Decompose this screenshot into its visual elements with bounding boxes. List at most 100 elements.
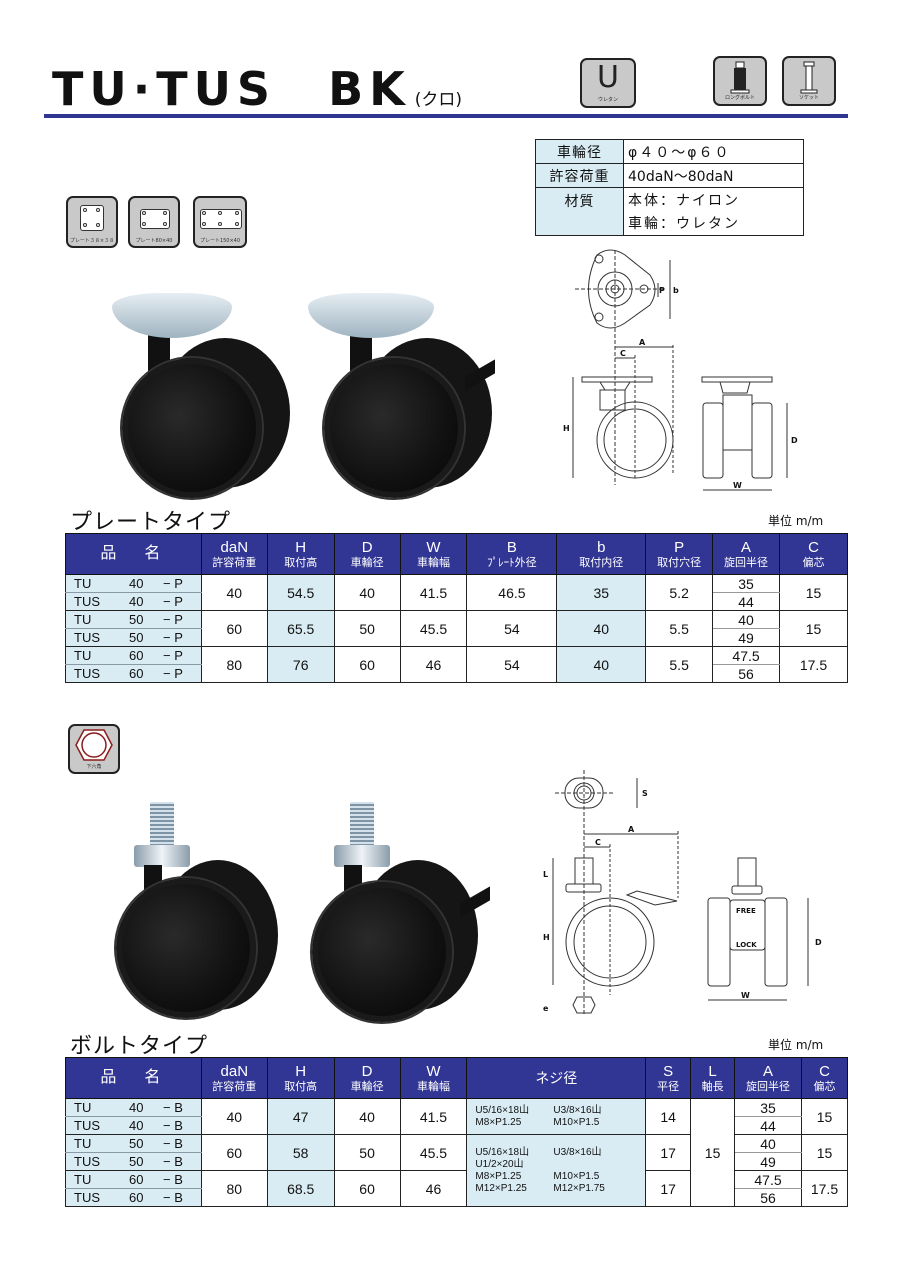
cell-s: 17 [645, 1134, 692, 1171]
lower-hex-icon: 下六角 [68, 724, 120, 774]
lower-hex-label: 下六角 [86, 764, 102, 770]
cell-b-outer: 46.5 [466, 574, 558, 611]
socket-label: ソケット [798, 95, 819, 101]
spec-row-wheel-diameter: 車輪径 φ４０〜φ６０ [535, 139, 804, 164]
col-header-thread: ネジ径 [466, 1057, 647, 1099]
cell-w: 46 [399, 646, 468, 683]
dim-label-a: A [639, 338, 646, 347]
socket-glyph [800, 61, 818, 94]
plate-icon-label: プレート３８×３８ [69, 238, 115, 244]
dim-label-s: S [642, 789, 648, 798]
spec-value: 車輪：ウレタン [623, 211, 804, 236]
bolt-caster-dimension-diagram: S A C L H e FREE LOCK D W [543, 770, 822, 1015]
bolt-type-heading: ボルトタイプ [70, 1034, 209, 1059]
cell-a: 47.5 [712, 646, 780, 665]
cell-load: 60 [200, 1134, 268, 1171]
cell-c: 15 [800, 1134, 849, 1171]
spec-key: 車輪径 [535, 139, 624, 164]
spec-value: φ４０〜φ６０ [623, 139, 804, 164]
product-title: TU·TUS BK(クロ) [52, 64, 462, 125]
cell-h: 54.5 [266, 574, 335, 611]
cell-c: 15 [800, 1098, 849, 1135]
plate-80x40-icon: プレート80×40 [128, 196, 180, 248]
cell-c: 17.5 [778, 646, 849, 683]
dim-label-p: P [659, 286, 665, 295]
spec-value: 本体：ナイロン [623, 187, 804, 212]
cell-a: 40 [712, 610, 780, 629]
cell-b-inner: 40 [556, 646, 647, 683]
plate-caster-brake-photo [300, 288, 510, 503]
cell-load: 40 [200, 1098, 268, 1135]
spec-row-load: 許容荷重 40daN〜80daN [535, 163, 804, 188]
dim-label-l: L [543, 870, 548, 879]
long-bolt-label: ロングボルト [724, 95, 755, 101]
cell-d: 60 [333, 646, 401, 683]
cell-c: 17.5 [800, 1170, 849, 1207]
cell-a: 56 [734, 1188, 802, 1207]
spec-summary-table: 車輪径 φ４０〜φ６０ 許容荷重 40daN〜80daN 材質 本体：ナイロン … [535, 139, 804, 236]
cell-a: 35 [712, 574, 780, 593]
lock-label: LOCK [736, 941, 757, 949]
cell-c: 15 [778, 574, 849, 611]
cell-s: 14 [645, 1098, 692, 1135]
cell-c: 15 [778, 610, 849, 647]
dim-label-b: b [673, 286, 679, 295]
cell-p: 5.5 [645, 610, 714, 647]
dim-label-h: H [563, 424, 570, 433]
cell-a: 49 [734, 1152, 802, 1171]
dim-label-d: D [791, 436, 798, 445]
long-bolt-icon: ロングボルト [713, 56, 767, 106]
cell-w: 41.5 [399, 1098, 468, 1135]
spec-key: 許容荷重 [535, 163, 624, 188]
plate-icon-label: プレート150×40 [199, 238, 241, 244]
plate-type-heading: プレートタイプ [70, 510, 232, 535]
plate-38x38-icon: プレート３８×３８ [66, 196, 118, 248]
cell-w: 46 [399, 1170, 468, 1207]
cell-load: 80 [200, 1170, 268, 1207]
plate-icon-label: プレート80×40 [135, 238, 173, 244]
dim-label-e: e [543, 1004, 549, 1013]
cell-w: 41.5 [399, 574, 468, 611]
cell-d: 50 [333, 1134, 401, 1171]
col-header-name: 品 名 [65, 1057, 202, 1099]
free-label: FREE [736, 907, 756, 915]
dim-label-w: W [733, 481, 742, 490]
cell-w: 45.5 [399, 610, 468, 647]
plate-caster-photo [100, 288, 300, 503]
cell-load: 40 [200, 574, 268, 611]
cell-l-shared: 15 [690, 1098, 736, 1207]
dim-label-a: A [628, 825, 635, 834]
title-text: TU·TUS BK [52, 62, 411, 116]
cell-d: 40 [333, 574, 401, 611]
dim-label-d: D [815, 938, 822, 947]
dim-label-c: C [595, 838, 601, 847]
bolt-unit-label: 単位 m/m [768, 1038, 824, 1052]
spec-key: 材質 [535, 187, 624, 236]
